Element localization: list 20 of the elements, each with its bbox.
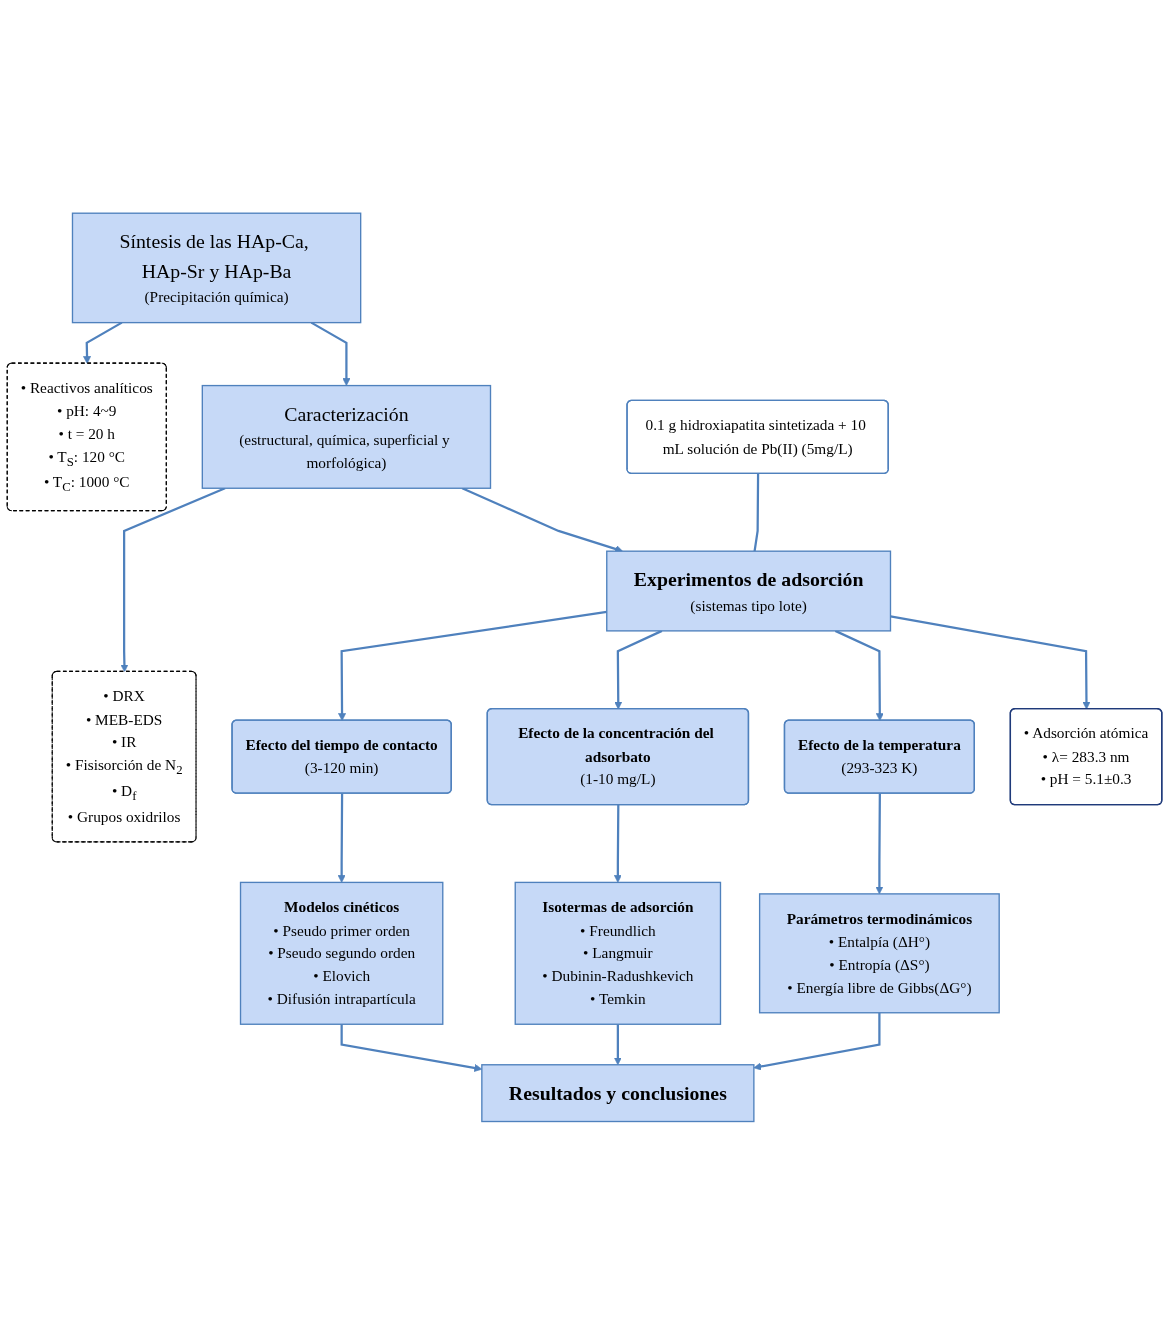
node-box: Isotermas de adsorción • Freundlich • Langmuir • Dubinin-Radushkevich • Temkin [514,881,722,1025]
arrow [875,793,884,894]
arrow [753,1012,881,1071]
arrow [614,629,663,710]
arrow [890,614,1091,710]
node-box: Síntesis de las HAp-Ca, HAp-Sr y HAp-Ba (Precipitación química) [71,212,362,323]
arrow [337,793,346,883]
arrow [338,610,607,721]
arrow [613,804,622,883]
node-box: Experimentos de adsorción (sistemas tipo lote) [606,550,892,632]
node-box: Caracterización (estructural, química, superficial y morfológica) [201,384,492,489]
node-box: Modelos cinéticos • Pseudo primer orden • Pseudo segundo orden • Elovich • Difusión intrapartícula [239,881,444,1025]
connector [753,473,760,551]
arrow [83,321,123,364]
node-box: Resultados y conclusiones [481,1063,755,1122]
arrow [613,1023,622,1065]
arrow [834,629,884,721]
arrow [310,321,351,386]
node-box: Parámetros termodinámicos • Entalpía (ΔH°) • Entropía (ΔS°) • Energía libre de Gibbs(ΔG°) [758,892,1000,1014]
arrow [120,486,226,672]
